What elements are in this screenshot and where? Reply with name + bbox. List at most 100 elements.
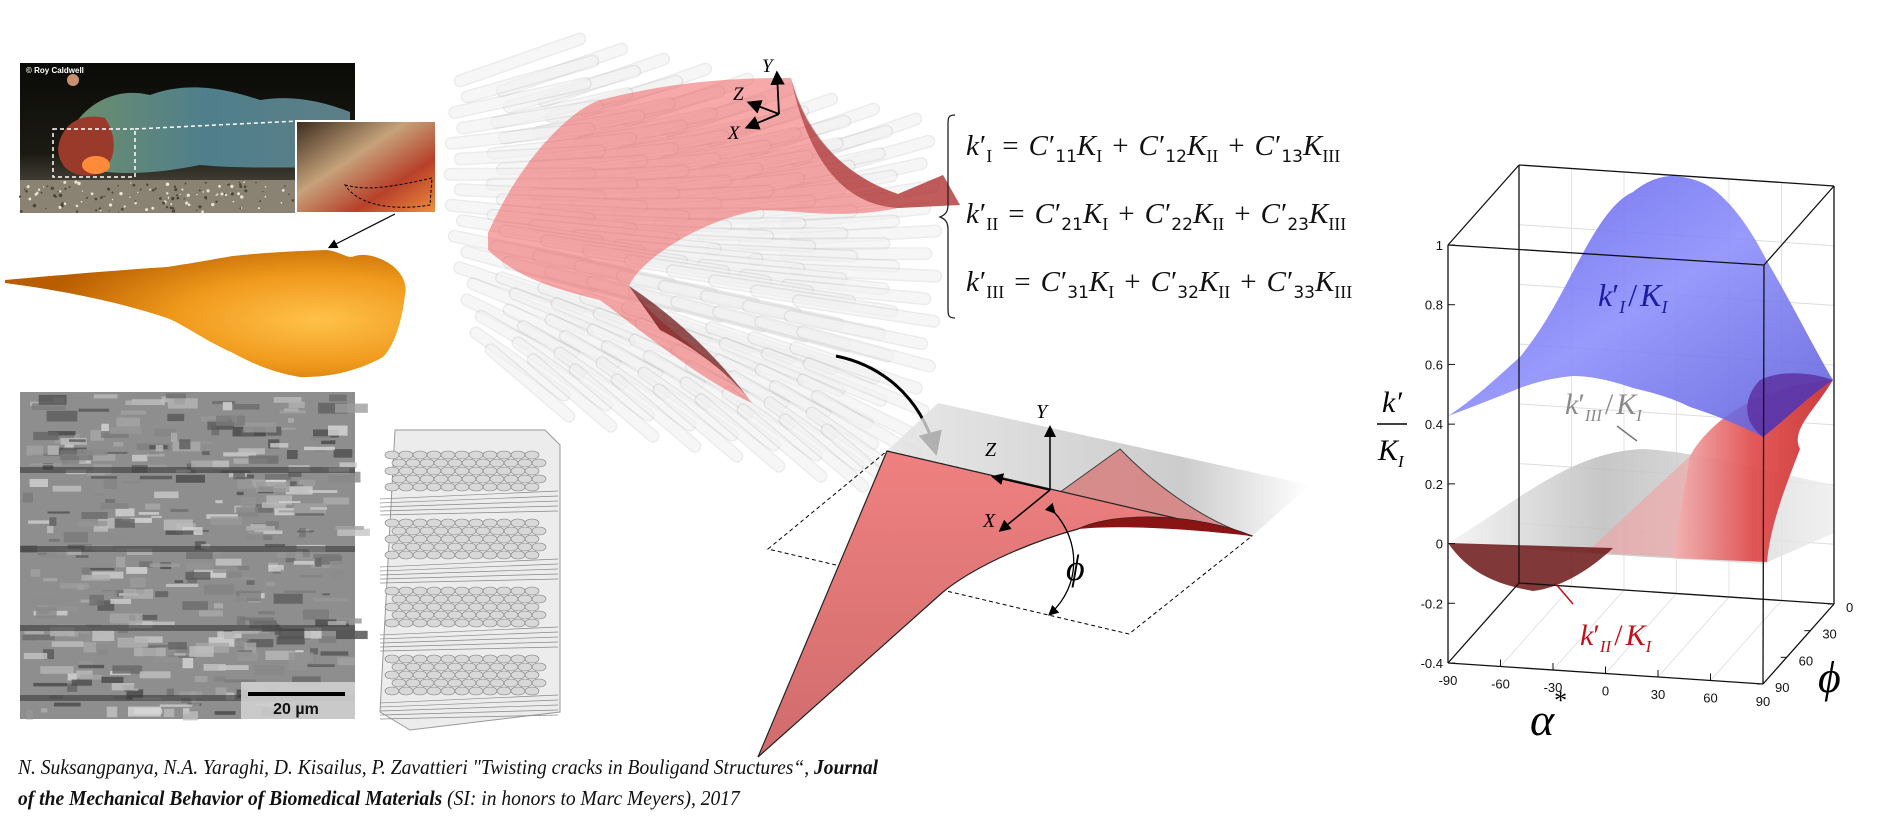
sem-fracture-feature xyxy=(105,499,116,503)
x-axis-label: X xyxy=(727,123,741,144)
gravel-grain xyxy=(239,185,243,189)
fiber-end xyxy=(531,610,547,620)
gravel-grain xyxy=(74,180,78,184)
gravel-grain xyxy=(162,201,166,205)
sem-fracture-feature xyxy=(336,618,362,624)
fiber-rod xyxy=(638,367,738,441)
fiber-end xyxy=(503,662,519,672)
fiber-end xyxy=(405,678,421,688)
sem-fracture-feature xyxy=(48,538,60,542)
sem-fracture-feature xyxy=(268,564,284,572)
fiber-rod xyxy=(379,573,559,580)
alpha-tick-label: -90 xyxy=(1439,673,1458,688)
fiber-end xyxy=(524,450,540,460)
fiber-end xyxy=(412,654,428,664)
fiber-end xyxy=(398,670,414,680)
fiber-end xyxy=(517,542,533,552)
sem-fracture-feature xyxy=(126,566,148,574)
fiber-end xyxy=(433,678,449,688)
grid-line xyxy=(1552,589,1625,671)
crack-surface-shadow xyxy=(791,78,960,208)
sem-fracture-feature xyxy=(171,536,179,541)
eq-sif-mode: I xyxy=(1102,214,1109,234)
fiber-end xyxy=(482,670,498,680)
sem-fracture-feature xyxy=(202,451,210,456)
fiber-end xyxy=(482,618,498,628)
fiber-end xyxy=(447,526,463,536)
z-axis-title-denominator: KI xyxy=(1377,434,1405,471)
fiber-end xyxy=(468,602,484,612)
sem-fracture-feature xyxy=(222,401,232,411)
gravel-grain xyxy=(216,193,219,196)
gravel-grain xyxy=(129,196,131,199)
fiber-end xyxy=(482,586,498,596)
fiber-end xyxy=(398,450,414,460)
gravel-grain xyxy=(159,197,162,200)
fiber-end xyxy=(475,458,491,468)
sem-fracture-feature xyxy=(53,702,81,707)
fiber-end xyxy=(440,450,456,460)
gravel-grain xyxy=(281,188,285,192)
fiber-end xyxy=(454,670,470,680)
fiber-end xyxy=(398,550,414,560)
sem-fracture-feature xyxy=(265,581,276,587)
sem-fracture-feature xyxy=(232,630,259,634)
fiber-end xyxy=(524,466,540,476)
fiber-end xyxy=(510,466,526,476)
sem-fracture-feature xyxy=(261,502,286,508)
gravel-grain xyxy=(181,188,184,191)
sem-fracture-feature xyxy=(54,431,75,440)
sem-fracture-feature xyxy=(108,535,129,541)
fiber-rod xyxy=(379,646,559,652)
sem-fracture-feature xyxy=(155,444,164,452)
fiber-end xyxy=(524,550,540,560)
gravel-grain xyxy=(169,206,172,210)
sem-fracture-feature xyxy=(327,621,346,626)
fiber-end xyxy=(398,466,414,476)
fiber-end xyxy=(398,482,414,492)
sem-fracture-feature xyxy=(128,621,153,629)
citation-authors: N. Suksangpanya, N.A. Yaraghi, D. Kisail… xyxy=(18,755,473,779)
fiber-end xyxy=(440,466,456,476)
fiber-end xyxy=(510,670,526,680)
fiber-end xyxy=(496,550,512,560)
eq-sif: K xyxy=(1314,266,1335,298)
gravel-grain xyxy=(170,203,173,206)
fiber-end xyxy=(503,458,519,468)
sem-fracture-feature xyxy=(213,567,239,573)
grid-line xyxy=(1710,600,1782,681)
fiber-end xyxy=(412,618,428,628)
sem-fracture-feature xyxy=(134,647,166,657)
fiber-end xyxy=(517,610,533,620)
sem-fracture-feature xyxy=(276,636,305,645)
sem-fracture-feature xyxy=(235,646,244,649)
fiber-rod xyxy=(455,34,585,86)
gravel-grain xyxy=(167,197,170,200)
fiber-end xyxy=(454,466,470,476)
sem-fracture-feature xyxy=(38,394,67,405)
fiber-end xyxy=(426,450,442,460)
fiber-end xyxy=(489,678,505,688)
fiber-end xyxy=(524,482,540,492)
sem-fracture-feature xyxy=(313,429,339,438)
eq-sif-mode: II xyxy=(1218,282,1231,302)
fiber-rod xyxy=(379,626,559,636)
fiber-end xyxy=(405,610,421,620)
gravel-grain xyxy=(165,206,169,209)
gravel-grain xyxy=(179,193,181,196)
eq-prime: ′ xyxy=(1054,198,1062,230)
sem-fracture-feature xyxy=(174,653,186,656)
sem-fracture-feature xyxy=(176,646,195,653)
eq-sif: K xyxy=(1186,130,1207,162)
fiber-rod xyxy=(797,326,935,372)
crack-geometry-diagram: Y Z X ϕ xyxy=(757,401,1310,758)
sem-fracture-feature xyxy=(335,403,368,413)
fiber-end xyxy=(475,542,491,552)
sem-layer-gap xyxy=(20,695,355,701)
eq-k: k xyxy=(966,130,979,162)
fiber-end xyxy=(475,610,491,620)
sem-fracture-feature xyxy=(175,474,205,483)
fiber-end xyxy=(433,458,449,468)
sem-fracture-feature xyxy=(139,671,171,679)
sem-fracture-feature xyxy=(321,440,336,445)
